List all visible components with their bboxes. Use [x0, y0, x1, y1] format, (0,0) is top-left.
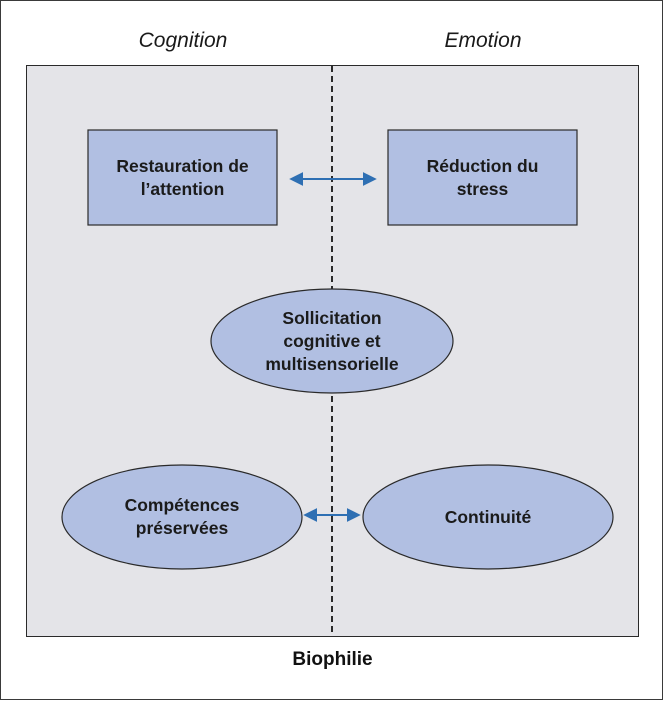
node-stress-box — [387, 129, 578, 226]
node-competences-ellipse — [61, 464, 303, 570]
node-continuite-ellipse — [362, 464, 614, 570]
node-sollicitation-ellipse — [210, 288, 454, 394]
node-sollicitation-label: Sollicitation cognitive et multisensorie… — [265, 307, 399, 374]
node-continuite-label: Continuité — [444, 506, 532, 527]
column-title-emotion: Emotion — [444, 29, 522, 52]
node-attention-label: Restauration de l’attention — [116, 155, 249, 199]
diagram-footer-title: Biophilie — [292, 649, 373, 670]
node-attention-box — [87, 129, 278, 226]
node-competences-label: Compétences préservées — [124, 495, 240, 538]
node-stress-label: Réduction du stress — [426, 155, 539, 199]
column-title-cognition: Cognition — [138, 29, 228, 52]
